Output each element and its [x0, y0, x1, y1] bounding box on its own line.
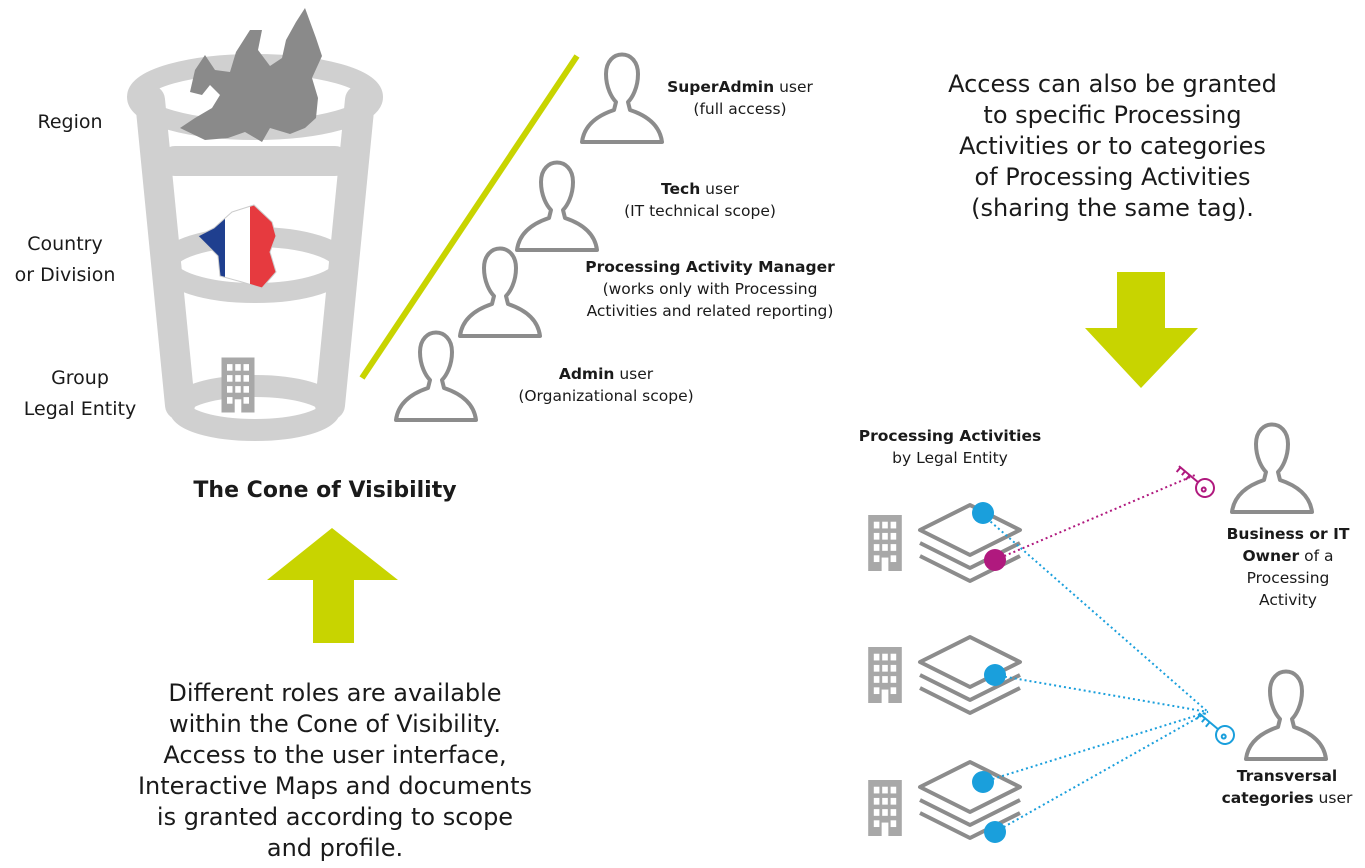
transversal-label: Transversal categories user [1212, 765, 1362, 809]
transversal-label-bold: categories [1221, 789, 1314, 807]
cone-level-region: Region [37, 111, 103, 133]
cyan-key-icon [1195, 712, 1235, 745]
access-description-line: Access can also be granted [948, 70, 1277, 98]
processing-activities-stack-icon [918, 503, 1022, 583]
roles-description-line: within the Cone of Visibility. [168, 710, 502, 738]
role-tech-suffix: user [700, 180, 739, 198]
divider-line [359, 54, 580, 380]
activity-dot [984, 664, 1006, 686]
roles-description-line: Access to the user interface, [163, 741, 507, 769]
cone-level-group-line: Group [51, 367, 109, 389]
admin-person-icon [394, 330, 478, 422]
down-arrow-icon [1085, 272, 1198, 388]
owner-label-rest: of a [1299, 547, 1334, 565]
activity-dot [972, 502, 994, 524]
tech-person-icon [515, 160, 599, 252]
building-icon [221, 357, 255, 413]
pa-manager-person-icon [458, 246, 542, 338]
access-description-line: (sharing the same tag). [971, 194, 1254, 222]
access-description-line: to specific Processing [983, 101, 1242, 129]
role-tech: Tech user (IT technical scope) [605, 178, 795, 222]
business-owner-person-icon [1230, 422, 1314, 514]
building-icon [868, 647, 902, 703]
activity-dot [984, 821, 1006, 843]
cone-level-legal-entity: Group Legal Entity [10, 363, 150, 425]
building-icon [868, 515, 902, 571]
role-tech-name: Tech [661, 180, 701, 198]
role-admin-suffix: user [614, 365, 654, 383]
owner-label: Business or IT Owner of a Processing Act… [1218, 523, 1358, 611]
role-superadmin-name: SuperAdmin [667, 78, 775, 96]
magenta-key-icon [1175, 465, 1215, 498]
role-superadmin: SuperAdmin user (full access) [650, 76, 830, 120]
processing-activities-subtitle: by Legal Entity [892, 449, 1008, 467]
roles-description-line: and profile. [266, 834, 404, 862]
cone-level-legal-entity-line: Legal Entity [23, 398, 137, 420]
roles-description-line: is granted according to scope [156, 803, 514, 831]
role-pa-manager-desc2: Activities and related reporting) [586, 302, 834, 320]
connector-lines [982, 474, 1209, 833]
owner-label-line3: Processing [1246, 569, 1330, 587]
transversal-label-line1: Transversal [1236, 767, 1338, 785]
roles-description-line: Interactive Maps and documents [137, 772, 533, 800]
access-description: Access can also be granted to specific P… [895, 69, 1330, 224]
processing-activities-title: Processing Activities [858, 427, 1042, 445]
role-pa-manager-name: Processing Activity Manager [585, 258, 835, 276]
role-admin-desc: (Organizational scope) [518, 387, 694, 405]
role-tech-desc: (IT technical scope) [624, 202, 776, 220]
cone-level-country-line2: or Division [14, 264, 116, 286]
activity-dot [984, 549, 1006, 571]
role-admin-name: Admin [558, 365, 615, 383]
europe-map-icon [180, 8, 322, 142]
transversal-label-rest: user [1313, 789, 1353, 807]
access-description-line: Activities or to categories [959, 132, 1266, 160]
cone-title: The Cone of Visibility [193, 478, 457, 503]
cone-level-country: Country or Division [0, 229, 130, 291]
role-pa-manager-desc1: (works only with Processing [602, 280, 818, 298]
role-pa-manager: Processing Activity Manager (works only … [555, 256, 865, 322]
up-arrow-icon [267, 528, 398, 643]
role-admin: Admin user (Organizational scope) [496, 363, 716, 407]
roles-description: Different roles are available within the… [80, 678, 590, 864]
role-superadmin-suffix: user [774, 78, 813, 96]
processing-activities-heading: Processing Activities by Legal Entity [845, 425, 1055, 469]
roles-description-line: Different roles are available [168, 679, 502, 707]
activity-dot [972, 771, 994, 793]
owner-label-bold: Owner [1242, 547, 1300, 565]
owner-label-line1: Business or IT [1226, 525, 1350, 543]
access-description-line: of Processing Activities [974, 163, 1251, 191]
transversal-person-icon [1244, 669, 1328, 761]
owner-label-line4: Activity [1259, 591, 1317, 609]
building-icon [868, 780, 902, 836]
cone-level-country-line1: Country [27, 233, 103, 255]
role-superadmin-desc: (full access) [693, 100, 787, 118]
